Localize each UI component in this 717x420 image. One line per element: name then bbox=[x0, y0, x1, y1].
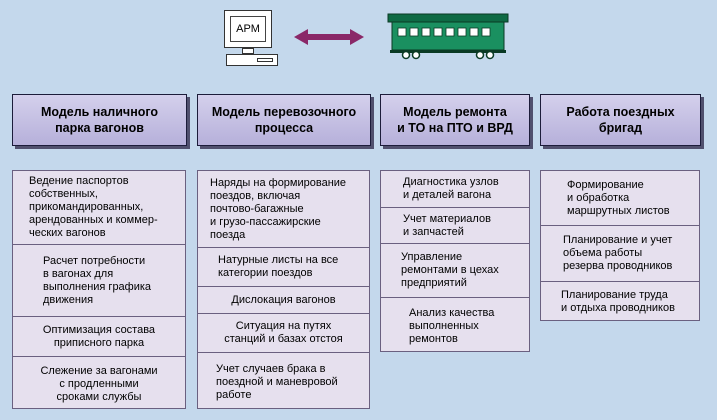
column-header-crews: Работа поездных бригад bbox=[540, 94, 701, 146]
column-fleet: Ведение паспортов собственных, прикоманд… bbox=[12, 170, 186, 409]
double-arrow-icon bbox=[294, 29, 364, 45]
list-item: Оптимизация состава приписного парка bbox=[13, 317, 185, 357]
column-repair: Диагностика узлов и деталей вагона Учет … bbox=[380, 170, 530, 352]
list-item: Натурные листы на все категории поездов bbox=[198, 248, 369, 287]
column-crews: Формирование и обработка маршрутных лист… bbox=[540, 170, 700, 321]
computer-stand bbox=[242, 48, 254, 54]
list-item: Планирование труда и отдыха проводников bbox=[561, 289, 675, 314]
list-item: Слежение за вагонами с продленными срока… bbox=[40, 364, 158, 403]
list-item: Учет случаев брака в поездной и маневров… bbox=[216, 363, 338, 401]
list-item: Дислокация вагонов bbox=[198, 287, 369, 314]
computer-base bbox=[226, 54, 278, 66]
column-header-repair: Модель ремонта и ТО на ПТО и ВРД bbox=[380, 94, 530, 146]
list-item: Планирование и учет объема работы резерв… bbox=[541, 226, 699, 282]
list-item: Учет материалов и запчастей bbox=[381, 208, 529, 244]
list-item: Анализ качества выполненных ремонтов bbox=[409, 306, 495, 345]
list-item: Расчет потребности в вагонах для выполне… bbox=[13, 245, 185, 317]
list-item: Ситуация на путях станций и базах отстоя bbox=[198, 314, 369, 353]
workstation-screen: АРМ bbox=[230, 16, 266, 42]
list-item: Ведение паспортов собственных, прикоманд… bbox=[13, 171, 185, 245]
railway-car-icon bbox=[387, 13, 509, 60]
workstation-label: АРМ bbox=[236, 23, 260, 35]
column-header-transport: Модель перевозочного процесса bbox=[197, 94, 371, 146]
computer-icon: АРМ bbox=[224, 10, 272, 48]
list-item: Наряды на формирование поездов, включая … bbox=[198, 171, 369, 248]
list-item: Управление ремонтами в цехах предприятий bbox=[381, 244, 529, 298]
list-item: Диагностика узлов и деталей вагона bbox=[381, 171, 529, 208]
column-header-fleet: Модель наличного парка вагонов bbox=[12, 94, 187, 146]
list-item: Формирование и обработка маршрутных лист… bbox=[541, 171, 699, 226]
workstation: АРМ bbox=[222, 10, 280, 68]
column-transport: Наряды на формирование поездов, включая … bbox=[197, 170, 370, 409]
